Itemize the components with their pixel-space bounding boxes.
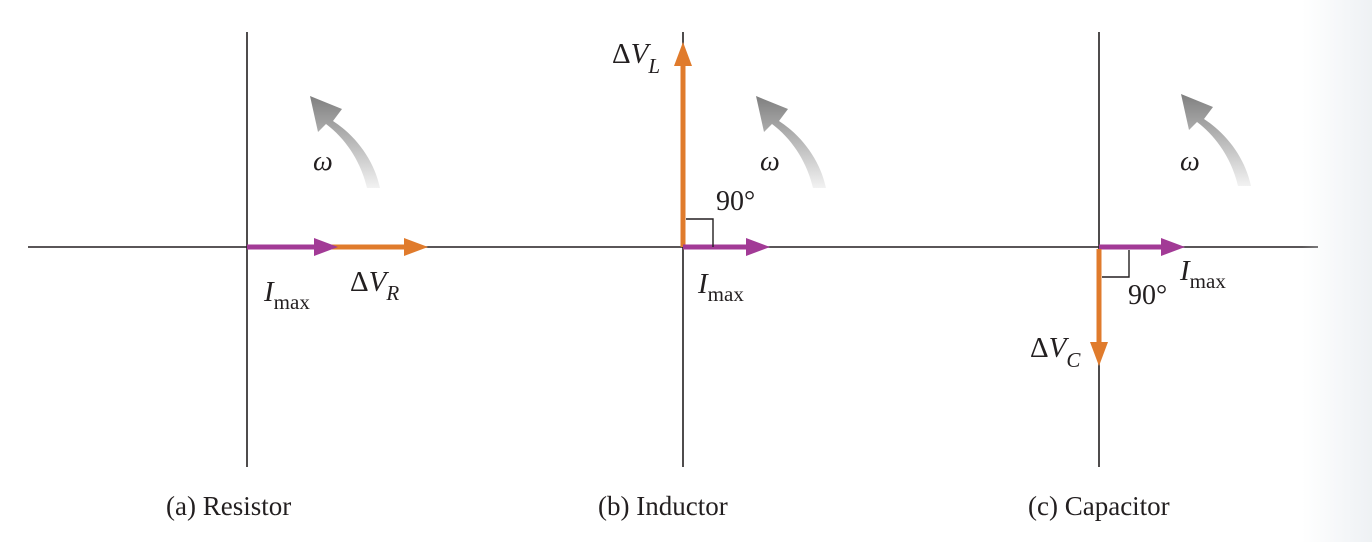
rotation-arrow-icon [1181, 94, 1251, 186]
panel-capacitor: ω 90° Imax ΔVC (c) Capacitor [1028, 32, 1251, 521]
voltage-label-inductor: ΔVL [612, 38, 660, 78]
current-phasor-arrowhead [314, 238, 338, 256]
caption-inductor: (b) Inductor [598, 491, 728, 521]
voltage-label-capacitor: ΔVC [1030, 332, 1081, 372]
voltage-phasor-arrowhead [1090, 342, 1108, 366]
current-label-capacitor: Imax [1179, 255, 1226, 293]
current-label-inductor: Imax [697, 268, 744, 306]
angle-label-capacitor: 90° [1128, 280, 1167, 311]
right-edge-fade [1302, 0, 1372, 542]
caption-capacitor: (c) Capacitor [1028, 491, 1170, 521]
rotation-arrow-icon [310, 96, 380, 188]
current-label-resistor: Imax [263, 276, 310, 314]
current-phasor-arrowhead [746, 238, 770, 256]
voltage-phasor-arrowhead [674, 42, 692, 66]
omega-label: ω [760, 146, 780, 177]
voltage-phasor-arrowhead [404, 238, 428, 256]
panel-resistor: ω Imax ΔVR (a) Resistor [166, 32, 428, 521]
rotation-arrow-icon [756, 96, 826, 188]
right-angle-marker [1102, 250, 1130, 278]
voltage-label-resistor: ΔVR [350, 266, 399, 305]
caption-resistor: (a) Resistor [166, 491, 291, 521]
panel-inductor: ω 90° ΔVL Imax (b) Inductor [598, 32, 826, 521]
omega-label: ω [313, 146, 333, 177]
omega-label: ω [1180, 146, 1200, 177]
right-angle-marker [686, 218, 714, 247]
current-phasor-arrowhead [1161, 238, 1185, 256]
angle-label-inductor: 90° [716, 186, 755, 217]
